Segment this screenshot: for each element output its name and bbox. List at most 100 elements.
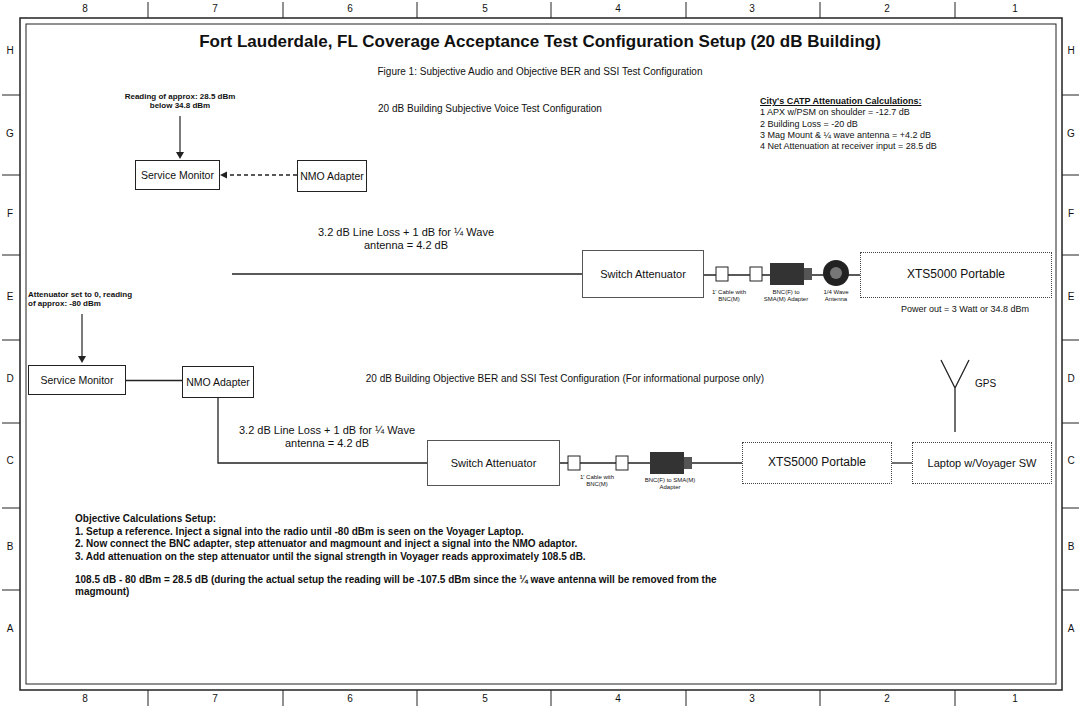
zone-number: 5 <box>475 693 495 705</box>
equipment-box: Service Monitor <box>135 160 220 190</box>
connector <box>892 463 912 464</box>
leader-arrowhead <box>176 152 184 159</box>
line-loss-note: 3.2 dB Line Loss + 1 dB for ¼ Wave anten… <box>300 226 512 251</box>
antenna-photo <box>830 267 842 279</box>
leader-line <box>179 116 180 153</box>
adapter-photo <box>770 263 804 285</box>
zone-letter: E <box>3 291 17 303</box>
connector-line <box>126 380 182 381</box>
box-label: XTS5000 Portable <box>768 456 866 470</box>
connector <box>126 380 182 381</box>
zone-letter: B <box>1064 541 1078 553</box>
sheet-inner-frame <box>26 24 1056 684</box>
bnc-connector <box>716 267 728 281</box>
adapter-photo <box>650 452 684 474</box>
connector-label: 3.2 dB Line Loss + 1 dB for ¼ Wave anten… <box>232 424 422 449</box>
gps-antenna-symbol <box>941 360 969 432</box>
adapter-photo <box>804 268 812 280</box>
part-label: BNC(F) to SMA(M) Adapter <box>644 477 696 491</box>
connector <box>220 172 297 179</box>
zone-letter: G <box>1064 128 1078 140</box>
bnc-connector <box>750 267 762 281</box>
zone-number: 8 <box>75 693 95 705</box>
connector-line <box>220 174 297 175</box>
coax-line <box>232 273 582 274</box>
calc-line: 3 Mag Mount & ¼ wave antenna = +4.2 dB <box>760 130 990 140</box>
part-label: BNC(F) to SMA(M) Adapter <box>762 289 810 303</box>
connector-line <box>892 462 912 463</box>
equipment-box: Switch Attenuator <box>427 440 560 486</box>
equipment-box: NMO Adapter <box>297 160 367 192</box>
zone-number: 6 <box>340 693 360 705</box>
zone-number: 6 <box>340 3 360 15</box>
notes-heading: Objective Calculations Setup: <box>75 513 725 525</box>
arrowhead <box>220 172 227 179</box>
zone-number: 5 <box>475 3 495 15</box>
zone-number: 1 <box>1005 3 1025 15</box>
zone-letter: C <box>3 455 17 467</box>
reading-note: Attenuator set to 0, reading of approx: … <box>28 290 140 308</box>
text-group: Objective Calculations Setup:1. Setup a … <box>75 513 725 598</box>
equipment-box: Service Monitor <box>28 365 126 395</box>
zone-number: 2 <box>877 3 897 15</box>
calc-heading: City's CATP Attenuation Calculations: <box>760 96 990 106</box>
zone-letter: E <box>1064 291 1078 303</box>
box-label: NMO Adapter <box>300 170 364 182</box>
connector <box>218 398 427 463</box>
notes-line: 2. Now connect the BNC adapter, step att… <box>75 538 725 550</box>
zone-number: 4 <box>608 693 628 705</box>
equipment-box: NMO Adapter <box>182 366 254 398</box>
adapter-photo <box>684 457 692 469</box>
box-label: Switch Attenuator <box>600 268 686 281</box>
connector-line <box>218 398 427 463</box>
bnc-connector <box>616 456 628 470</box>
section-heading: 20 dB Building Subjective Voice Test Con… <box>345 103 635 115</box>
notes-line: 1. Setup a reference. Inject a signal in… <box>75 526 725 538</box>
notes-line: 108.5 dB - 80 dBm = 28.5 dB (during the … <box>75 574 725 597</box>
equipment-box: XTS5000 Portable <box>860 252 1052 298</box>
section-heading: 20 dB Building Objective BER and SSI Tes… <box>320 373 810 385</box>
zone-letter: C <box>1064 455 1078 467</box>
box-label: Laptop w/Voyager SW <box>928 457 1037 470</box>
calc-line: 1 APX w/PSM on shoulder = -12.7 dB <box>760 107 990 117</box>
zone-letter: D <box>3 373 17 385</box>
notes-line: 3. Add attenuation on the step attenuato… <box>75 551 725 563</box>
zone-letter: A <box>3 623 17 635</box>
zone-number: 4 <box>608 3 628 15</box>
zone-number: 2 <box>877 693 897 705</box>
calc-line: 2 Building Loss = -20 dB <box>760 119 990 129</box>
gps-label: GPS <box>975 378 1015 390</box>
zone-letter: B <box>3 541 17 553</box>
power-note: Power out = 3 Watt or 34.8 dBm <box>880 304 1050 314</box>
zone-letter: H <box>3 45 17 57</box>
zone-letter: H <box>1064 45 1078 57</box>
text-group: City's CATP Attenuation Calculations:1 A… <box>760 96 990 153</box>
leader-line <box>81 314 82 357</box>
zone-number: 7 <box>205 693 225 705</box>
part-label: 1/4 Wave Antenna <box>814 289 858 303</box>
zone-letter: A <box>1064 623 1078 635</box>
box-label: Service Monitor <box>41 374 114 386</box>
sheet-frame <box>20 18 1062 690</box>
part-label: 1' Cable with BNC(M) <box>708 289 750 303</box>
zone-number: 7 <box>205 3 225 15</box>
bnc-connector <box>568 456 580 470</box>
part-label: 1' Cable with BNC(M) <box>576 474 618 488</box>
box-label: NMO Adapter <box>186 376 250 388</box>
zone-number: 3 <box>742 3 762 15</box>
box-label: XTS5000 Portable <box>907 268 1005 282</box>
zone-letter: G <box>3 128 17 140</box>
zone-letter: F <box>1064 208 1078 220</box>
calc-line: 4 Net Attenuation at receiver input = 28… <box>760 141 990 151</box>
figure-caption: Figure 1: Subjective Audio and Objective… <box>30 66 1050 78</box>
antenna-photo <box>823 260 849 286</box>
reading-note: Reading of approx: 28.5 dBm below 34.8 d… <box>118 92 242 110</box>
zone-number: 3 <box>742 693 762 705</box>
diagram-title: Fort Lauderdale, FL Coverage Acceptance … <box>30 32 1050 52</box>
box-label: Service Monitor <box>141 169 214 181</box>
equipment-box: XTS5000 Portable <box>742 442 892 484</box>
equipment-box: Switch Attenuator <box>582 250 704 298</box>
equipment-box: Laptop w/Voyager SW <box>912 442 1052 484</box>
